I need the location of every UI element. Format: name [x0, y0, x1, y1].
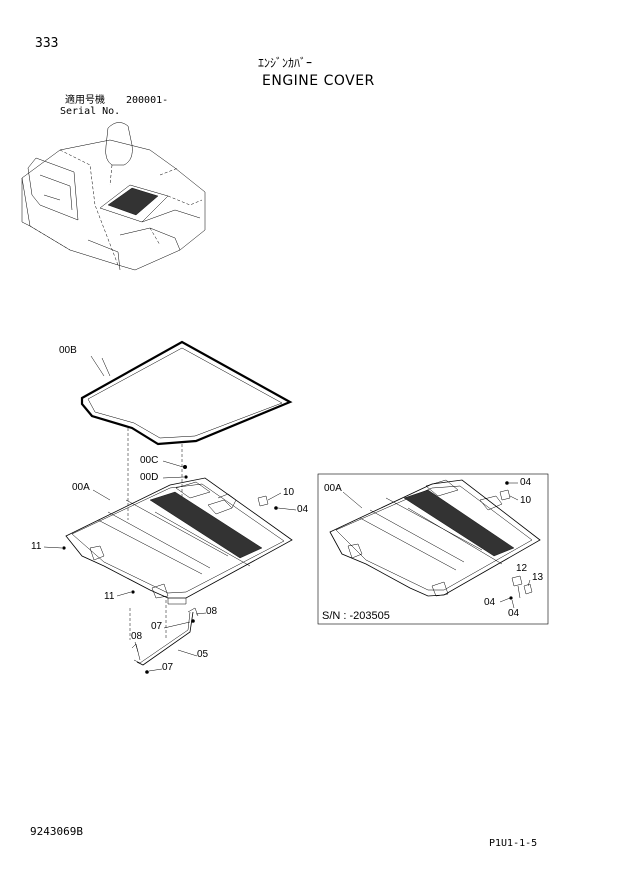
- inset-callout-10: 10: [520, 495, 532, 506]
- inset-callout-00a: 00A: [324, 483, 342, 494]
- callout-08-left: 08: [131, 631, 143, 642]
- callout-08-right: 08: [206, 606, 218, 617]
- inset-serial-note: S/N : -203505: [322, 610, 390, 622]
- inset-engine-cover: [329, 479, 541, 609]
- serial-label-japanese: 適用号機: [65, 95, 105, 106]
- inset-callout-04-mid: 04: [484, 597, 496, 608]
- callout-00d: 00D: [140, 472, 159, 483]
- callout-07-lower: 07: [162, 662, 174, 673]
- callout-10: 10: [283, 487, 295, 498]
- callout-05: 05: [197, 649, 209, 660]
- inset-callout-13: 13: [532, 572, 544, 583]
- page-number: 333: [35, 36, 59, 51]
- fasteners: [62, 465, 278, 674]
- machine-overview-illustration: [21, 122, 206, 271]
- callout-00b: 00B: [59, 345, 77, 356]
- page-reference: P1U1-1-5: [489, 838, 538, 849]
- engine-cover-00a: [65, 477, 293, 605]
- inset-callout-04-top: 04: [520, 477, 532, 488]
- page-title: ENGINE COVER: [262, 73, 375, 89]
- callout-11-left: 11: [31, 541, 42, 552]
- inset-callout-04-bottom: 04: [508, 608, 520, 619]
- inset-callout-12: 12: [516, 563, 528, 574]
- callout-00a: 00A: [72, 482, 90, 493]
- inset-frame: [317, 473, 549, 625]
- callout-00c: 00C: [140, 455, 159, 466]
- callout-04: 04: [297, 504, 309, 515]
- serial-label: Serial No.: [60, 106, 121, 117]
- gasket-00b: [80, 340, 293, 446]
- support-rod-05: [131, 607, 199, 666]
- callout-07-upper: 07: [151, 621, 163, 632]
- serial-range: 200001-: [126, 95, 169, 106]
- title-japanese: ｴﾝｼﾞﾝｶﾊﾞｰ: [258, 56, 313, 70]
- document-number: 9243069B: [30, 825, 83, 838]
- leader-lines: [43, 355, 297, 672]
- callout-11-bottom: 11: [104, 591, 115, 602]
